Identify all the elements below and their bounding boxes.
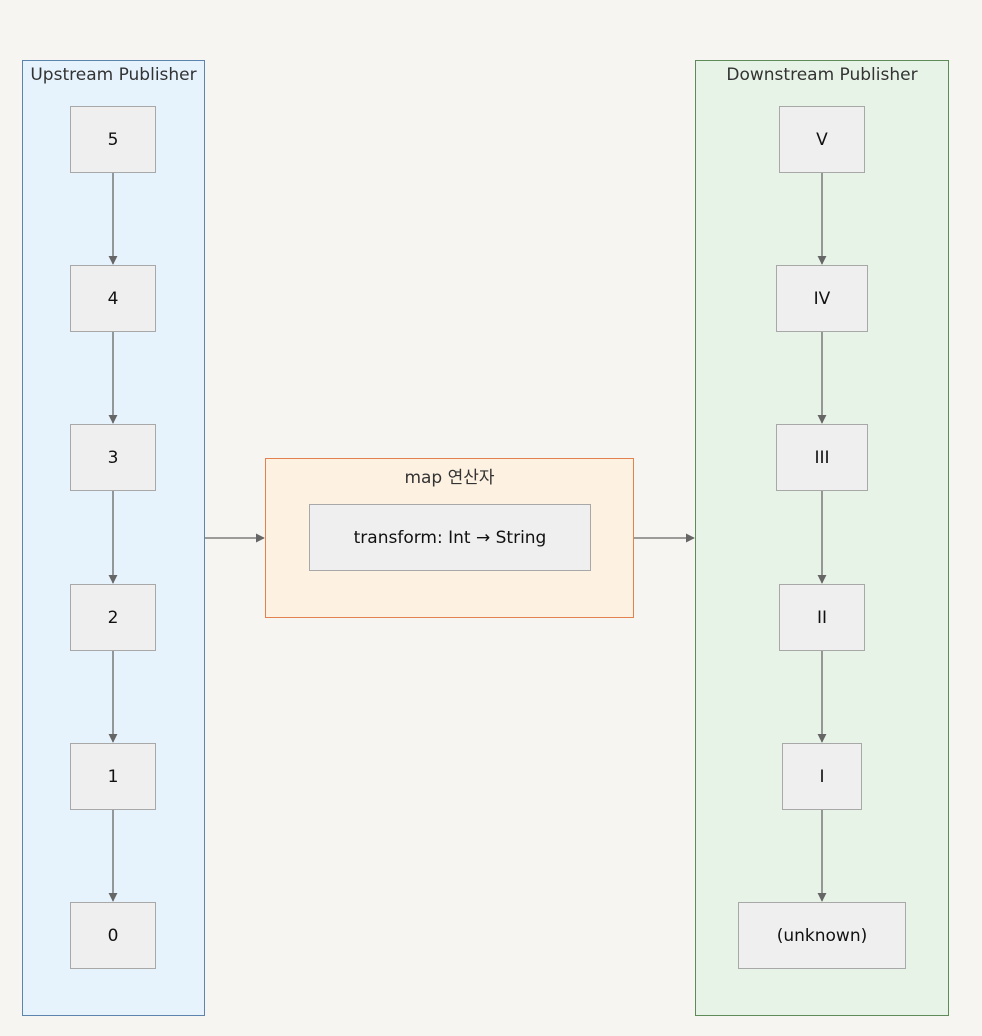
downstream-node-iii: III [776,424,868,491]
downstream-publisher-title: Downstream Publisher [726,65,918,85]
downstream-node-v: V [779,106,865,173]
upstream-node-1: 1 [70,743,156,810]
map-operator-title: map 연산자 [404,468,495,488]
upstream-node-3: 3 [70,424,156,491]
downstream-node-iv: IV [776,265,868,332]
upstream-node-2: 2 [70,584,156,651]
downstream-node-unknown: (unknown) [738,902,906,969]
transform-node: transform: Int → String [309,504,591,571]
upstream-publisher-cluster: Upstream Publisher [22,60,205,1016]
downstream-node-i: I [782,743,862,810]
downstream-publisher-cluster: Downstream Publisher [695,60,949,1016]
upstream-node-0: 0 [70,902,156,969]
upstream-publisher-title: Upstream Publisher [30,65,197,85]
upstream-node-4: 4 [70,265,156,332]
upstream-node-5: 5 [70,106,156,173]
downstream-node-ii: II [779,584,865,651]
